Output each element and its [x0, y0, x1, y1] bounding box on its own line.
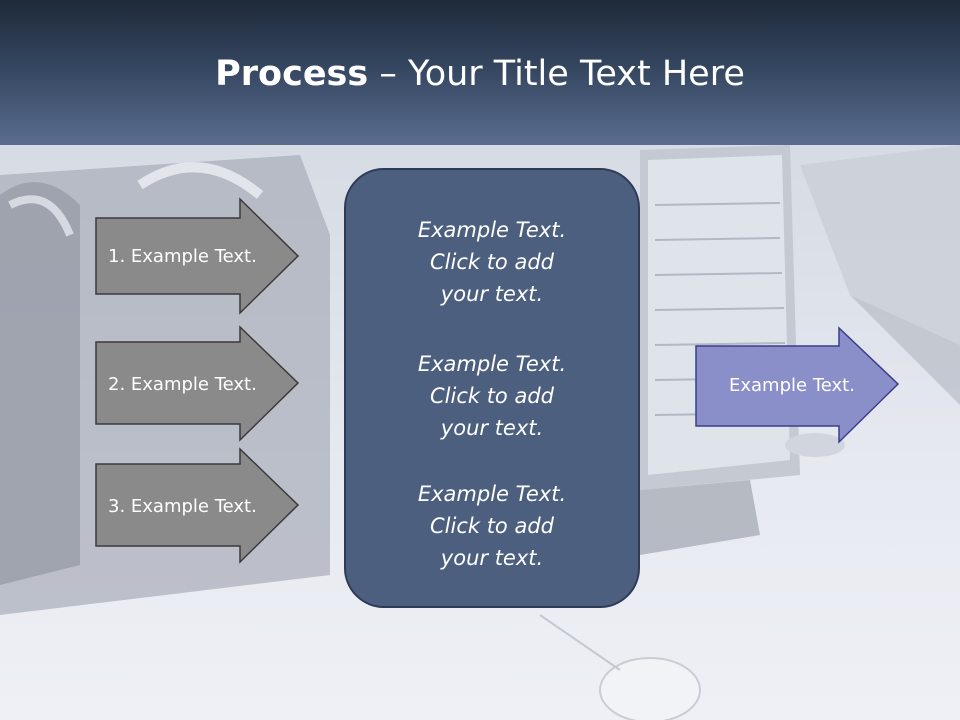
arrow-shape — [695, 326, 900, 444]
slide-title: Process – Your Title Text Here — [0, 52, 960, 96]
panel-line: Click to add — [429, 384, 554, 408]
title-bar: Process – Your Title Text Here — [0, 0, 960, 145]
panel-line: Example Text. — [417, 352, 567, 376]
output-arrow: Example Text. — [695, 326, 900, 444]
output-label: Example Text. — [729, 374, 855, 396]
panel-text-block-1: Example Text. Click to add your text. — [346, 214, 638, 310]
panel-line: Click to add — [429, 514, 554, 538]
title-bold: Process — [215, 54, 369, 94]
step-arrow-1: 1. Example Text. — [95, 197, 300, 315]
panel-line: Example Text. — [417, 218, 567, 242]
panel-line: your text. — [440, 416, 544, 440]
arrow-shape — [95, 325, 300, 442]
step-arrow-2: 2. Example Text. — [95, 325, 300, 442]
step-label-2: 2. Example Text. — [108, 373, 257, 395]
step-label-3: 3. Example Text. — [108, 495, 257, 517]
title-rest: – Your Title Text Here — [368, 54, 745, 94]
arrow-shape — [95, 197, 300, 315]
panel-text-block-3: Example Text. Click to add your text. — [346, 478, 638, 574]
arrow-shape — [95, 447, 300, 564]
panel-line: Click to add — [429, 250, 554, 274]
panel-line: your text. — [440, 546, 544, 570]
panel-text-block-2: Example Text. Click to add your text. — [346, 348, 638, 444]
panel-line: Example Text. — [417, 482, 567, 506]
step-arrow-3: 3. Example Text. — [95, 447, 300, 564]
panel-line: your text. — [440, 282, 544, 306]
step-label-1: 1. Example Text. — [108, 245, 257, 267]
center-panel: Example Text. Click to add your text. Ex… — [344, 168, 640, 608]
